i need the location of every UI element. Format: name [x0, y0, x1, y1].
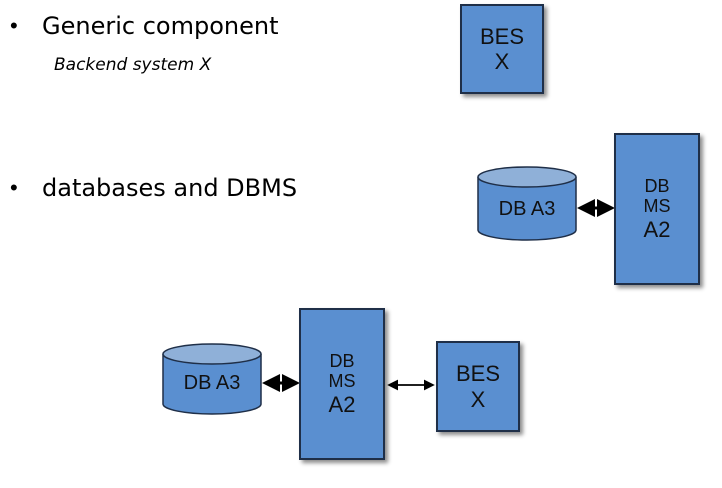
- bullet-text: databases and DBMS: [42, 174, 298, 202]
- bes-box: BES X: [460, 4, 544, 94]
- database-cylinder: [162, 343, 262, 415]
- dbms-label-line2: MS: [643, 196, 671, 217]
- bes-label-line2: X: [494, 49, 510, 74]
- bes-label-line2: X: [470, 386, 486, 412]
- dbms-label-line2: MS: [328, 371, 356, 392]
- bullet-databases: • databases and DBMS: [10, 174, 297, 202]
- bes-label-line1: BES: [455, 361, 501, 387]
- db-label: DB A3: [498, 198, 556, 220]
- dbms-box: DB MS A2: [614, 133, 700, 285]
- bullet-generic-component: • Generic component: [10, 12, 278, 40]
- dbms-label-line1: DB: [644, 175, 670, 196]
- bullet-dot: •: [10, 13, 18, 38]
- bullet-dot: •: [10, 175, 18, 200]
- dbms-label-line3: A2: [328, 392, 356, 418]
- bullet-text: Generic component: [42, 12, 279, 40]
- bes-label-line1: BES: [479, 23, 525, 49]
- dbms-label-line3: A2: [643, 217, 671, 243]
- dbms-box: DB MS A2: [299, 308, 385, 460]
- db-label: DB A3: [183, 372, 241, 394]
- database-cylinder: [477, 166, 577, 241]
- dbms-label-line1: DB: [329, 350, 355, 371]
- bes-box: BES X: [436, 341, 520, 432]
- bullet-subtext: Backend system X: [54, 55, 212, 75]
